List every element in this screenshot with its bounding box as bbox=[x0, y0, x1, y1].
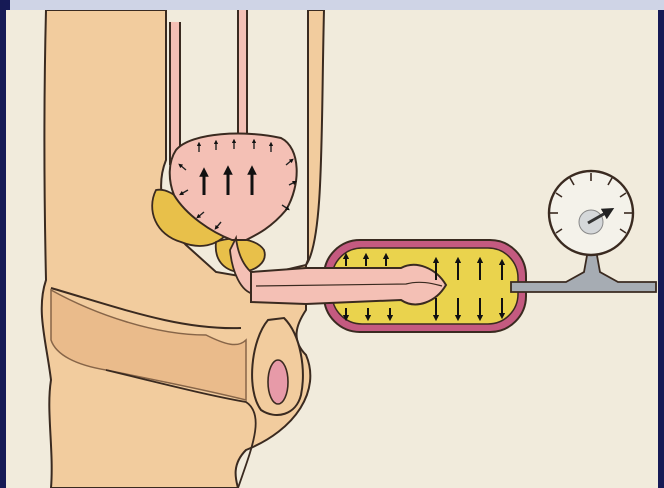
ureter-right-fill bbox=[239, 10, 246, 140]
pressure-gauge-icon bbox=[549, 171, 633, 255]
top-bar bbox=[10, 0, 664, 10]
illustration bbox=[6, 10, 658, 488]
testicle bbox=[268, 360, 288, 404]
ureter-left-fill bbox=[171, 22, 179, 167]
